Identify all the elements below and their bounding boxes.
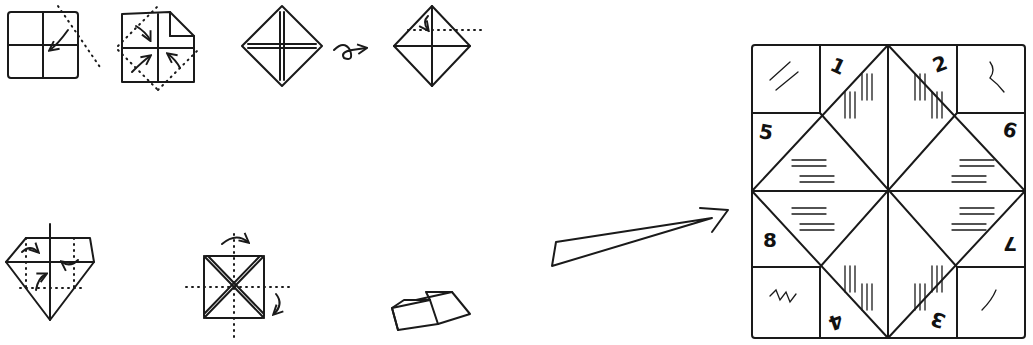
hatch-stroke (844, 92, 845, 118)
step-one (8, 6, 102, 78)
hatch-stroke (792, 207, 826, 208)
hatch-stroke (844, 266, 845, 292)
hatch-stroke (871, 284, 872, 310)
fold-number: 8 (763, 230, 777, 250)
hatch-stroke (914, 74, 915, 100)
hatch-stroke (800, 223, 834, 224)
hatch-stroke (931, 266, 932, 292)
long-arrow (552, 208, 728, 266)
hatch-stroke (854, 266, 855, 292)
hatch-stroke (941, 92, 942, 118)
hatch-stroke (866, 284, 867, 310)
finished-fortune-teller (752, 45, 1025, 338)
fold-number: 6 (1001, 119, 1020, 142)
hatch-stroke (924, 74, 925, 100)
hatch-stroke (936, 92, 937, 118)
hatch-stroke (792, 213, 826, 214)
hatch-stroke (800, 175, 834, 176)
hatch-stroke (861, 284, 862, 310)
fold-number: 3 (928, 308, 948, 332)
step-seven (392, 292, 470, 330)
fold-number: 5 (757, 121, 774, 143)
hatch-stroke (924, 284, 925, 310)
hatch-stroke (919, 74, 920, 100)
hatch-stroke (800, 181, 834, 182)
hatch-stroke (931, 92, 932, 118)
step-three (242, 6, 366, 86)
hatch-stroke (960, 207, 994, 208)
hatch-stroke (861, 74, 862, 100)
hatch-stroke (960, 165, 994, 166)
hatch-stroke (952, 229, 986, 230)
fold-number: 2 (930, 52, 950, 76)
hatch-stroke (849, 92, 850, 118)
hatch-stroke (952, 223, 986, 224)
hatch-stroke (941, 266, 942, 292)
hatch-stroke (936, 266, 937, 292)
hatch-stroke (792, 165, 826, 166)
step-six (186, 234, 290, 342)
hatch-stroke (871, 74, 872, 100)
fold-number: 1 (827, 54, 848, 78)
hatch-stroke (919, 284, 920, 310)
fold-number: 4 (826, 310, 846, 334)
step-five (6, 224, 94, 320)
hatch-stroke (854, 92, 855, 118)
hatch-stroke (792, 159, 826, 160)
hatch-stroke (960, 159, 994, 160)
hatch-stroke (952, 181, 986, 182)
hatch-stroke (866, 74, 867, 100)
hatch-stroke (914, 284, 915, 310)
hatch-stroke (960, 213, 994, 214)
hatch-stroke (800, 229, 834, 230)
step-two (118, 6, 200, 90)
hatch-stroke (952, 175, 986, 176)
fold-number: 7 (1003, 234, 1017, 254)
hatch-stroke (849, 266, 850, 292)
step-four (394, 6, 482, 86)
